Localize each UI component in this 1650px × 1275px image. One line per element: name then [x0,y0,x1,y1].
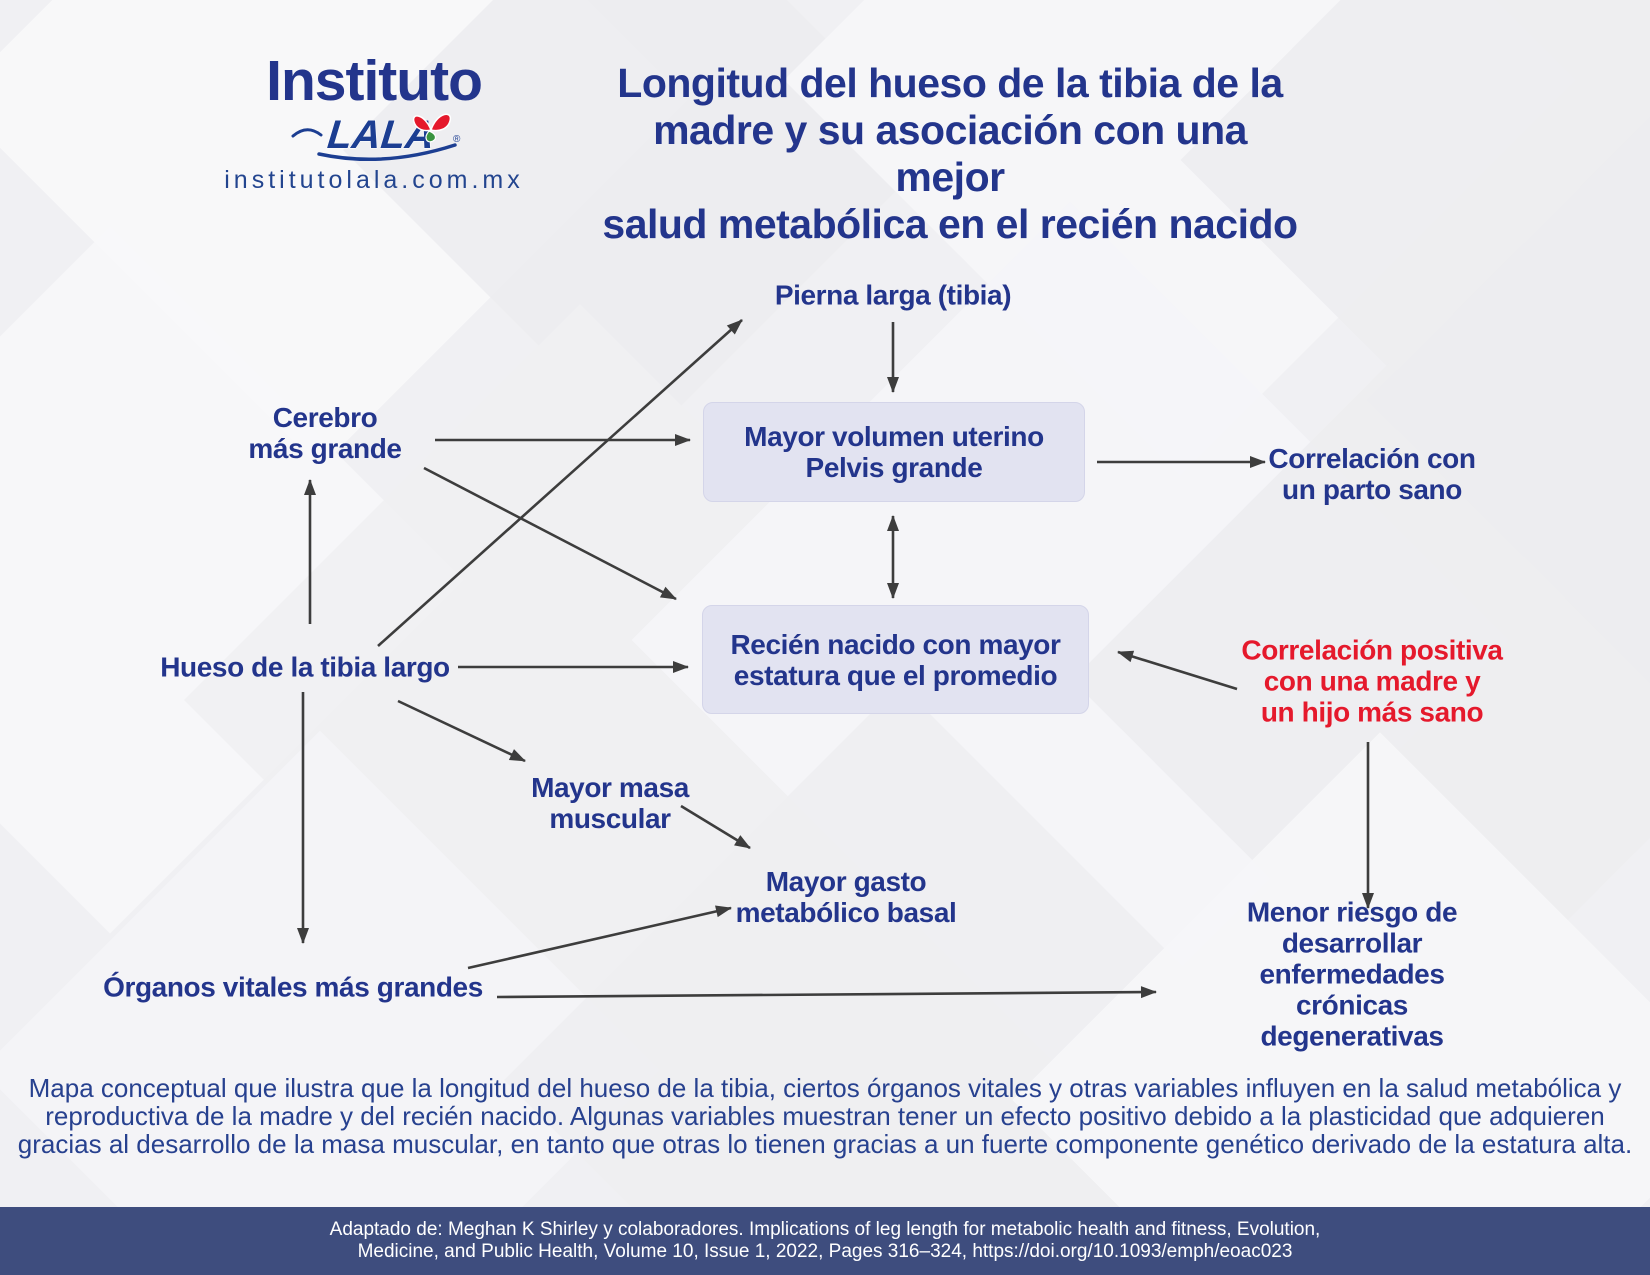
lala-logo: LALA ® [291,113,461,161]
poster-title: Longitud del hueso de la tibia de la mad… [602,60,1298,247]
node-cerebro-mas-grande: Cerebro más grande [248,402,402,464]
concept-box-recien-nacido: Recién nacido con mayor estatura que el … [702,605,1089,714]
lala-swoosh [317,143,457,161]
concept-box-mayor-volumen-uterino: Mayor volumen uterino Pelvis grande [703,402,1085,502]
registered-mark: ® [453,134,461,145]
concept-box-label: Recién nacido con mayor estatura que el … [730,628,1061,691]
node-correlacion-positiva: Correlación positiva con una madre y un … [1241,634,1503,728]
node-correlacion-parto: Correlación con un parto sano [1268,443,1476,505]
node-menor-riesgo: Menor riesgo de desarrollar enfermedades… [1246,896,1458,1052]
node-organos-vitales: Órganos vitales más grandes [103,971,483,1003]
footer-citation: Adaptado de: Meghan K Shirley y colabora… [329,1219,1321,1262]
lala-swoosh-left [291,128,323,138]
figure-caption: Mapa conceptual que ilustra que la longi… [17,1073,1633,1159]
logo-url: institutolala.com.mx [224,166,524,194]
node-pierna-larga: Pierna larga (tibia) [774,279,1012,311]
concept-box-label: Mayor volumen uterino Pelvis grande [744,421,1044,483]
butterfly-icon [412,113,452,143]
node-mayor-gasto-basal: Mayor gasto metabólico basal [735,866,957,928]
footer-band: Adaptado de: Meghan K Shirley y colabora… [0,1207,1650,1275]
node-mayor-masa-muscular: Mayor masa muscular [531,772,689,834]
logo-instituto-text: Instituto [266,49,483,113]
node-hueso-tibia-largo: Hueso de la tibia largo [160,651,450,683]
